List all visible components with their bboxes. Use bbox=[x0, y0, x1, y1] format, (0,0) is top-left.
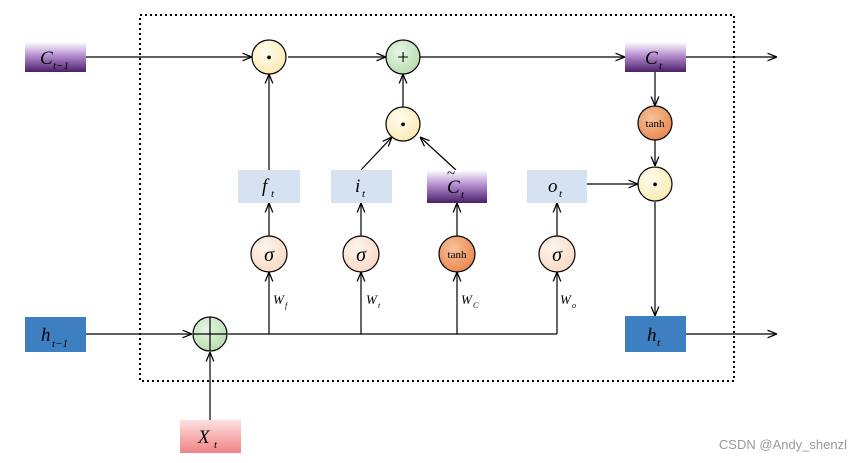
c-out-box: C t bbox=[625, 42, 686, 72]
svg-text:o: o bbox=[572, 301, 576, 310]
svg-text:C: C bbox=[473, 301, 479, 310]
weight-c: W C bbox=[461, 292, 479, 310]
c-out-sub: t bbox=[659, 60, 663, 72]
c-prev-sub: t−1 bbox=[53, 60, 69, 72]
forget-gate-sub: t bbox=[271, 188, 275, 200]
h-prev-box: h t−1 bbox=[25, 317, 86, 352]
x-label: X bbox=[197, 427, 211, 448]
svg-text:•: • bbox=[652, 177, 658, 194]
svg-text:tanh: tanh bbox=[646, 118, 665, 130]
sigma-node-output: σ bbox=[538, 235, 576, 273]
svg-text:tanh: tanh bbox=[448, 249, 467, 261]
multiply-node-output: • bbox=[637, 166, 673, 202]
h-out-box: h t bbox=[625, 316, 686, 352]
output-gate-sub: t bbox=[559, 188, 563, 200]
multiply-node-forget: • bbox=[251, 39, 287, 75]
h-out-sub: t bbox=[657, 337, 661, 349]
watermark: CSDN @Andy_shenzl bbox=[719, 437, 847, 452]
h-prev-label: h bbox=[41, 325, 51, 346]
x-sub: t bbox=[214, 439, 218, 451]
svg-text:W: W bbox=[366, 292, 378, 307]
sigma-node-input: σ bbox=[342, 235, 380, 273]
add-node-cell: + bbox=[385, 39, 421, 75]
h-prev-sub: t−1 bbox=[52, 338, 68, 350]
x-box: X t bbox=[180, 420, 241, 453]
input-gate-label: i bbox=[355, 176, 360, 197]
c-out-label: C bbox=[645, 48, 658, 69]
svg-text:σ: σ bbox=[264, 244, 275, 266]
weight-i: W t bbox=[366, 292, 381, 310]
tilde-mark: ~ bbox=[447, 166, 455, 182]
concat-node bbox=[192, 316, 228, 352]
svg-text:W: W bbox=[273, 292, 285, 307]
input-gate-box: i t bbox=[331, 170, 392, 203]
candidate-label: C bbox=[447, 177, 460, 198]
h-out-label: h bbox=[647, 325, 657, 346]
weight-o: W o bbox=[560, 292, 576, 310]
candidate-box: C ~ t bbox=[427, 166, 487, 203]
c-prev-box: C t−1 bbox=[25, 42, 86, 72]
svg-text:σ: σ bbox=[552, 244, 563, 266]
output-gate-box: o t bbox=[527, 170, 587, 203]
svg-text:•: • bbox=[266, 50, 272, 67]
forget-gate-label: f bbox=[262, 176, 270, 197]
multiply-node-input: • bbox=[385, 106, 421, 142]
cell-boundary bbox=[139, 14, 735, 382]
c-prev-label: C bbox=[40, 48, 53, 69]
input-gate-sub: t bbox=[362, 188, 366, 200]
output-gate-label: o bbox=[548, 176, 558, 197]
svg-text:σ: σ bbox=[356, 244, 367, 266]
svg-text:t: t bbox=[378, 301, 381, 310]
svg-text:W: W bbox=[461, 292, 473, 307]
forget-gate-box: f t bbox=[238, 170, 300, 203]
weight-f: W f bbox=[273, 292, 289, 310]
sigma-node-forget: σ bbox=[250, 235, 288, 273]
svg-text:f: f bbox=[285, 301, 289, 310]
candidate-sub: t bbox=[461, 189, 465, 201]
svg-text:+: + bbox=[397, 45, 409, 69]
svg-text:W: W bbox=[560, 292, 572, 307]
tanh-node-cell: tanh bbox=[637, 105, 673, 141]
tanh-node-candidate: tanh bbox=[438, 235, 476, 273]
arrow-ctilde-to-mult2 bbox=[420, 137, 457, 171]
arrow-it-to-mult2 bbox=[360, 137, 392, 171]
svg-text:•: • bbox=[400, 117, 406, 134]
connections bbox=[86, 57, 777, 420]
